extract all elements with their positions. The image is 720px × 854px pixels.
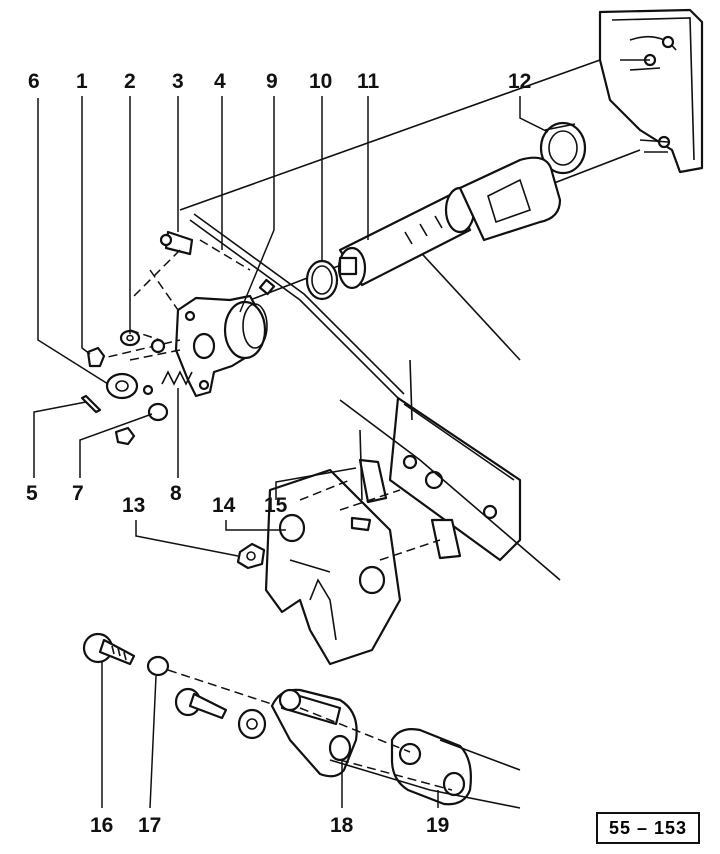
ring-12 [539, 121, 587, 175]
washer-17 [146, 655, 291, 711]
clip-3 [159, 230, 194, 256]
callout-numbers: 6 1 2 3 4 9 10 11 12 5 7 8 13 14 15 16 1… [26, 70, 531, 837]
callout-16: 16 [90, 814, 113, 837]
callout-11: 11 [357, 70, 380, 93]
callout-6: 6 [28, 70, 40, 93]
lock-mechanism-9 [174, 294, 268, 398]
assembly-lines-upper [94, 239, 251, 361]
small-parts [80, 329, 193, 446]
bracket-plate [358, 396, 522, 562]
bolt-lower [174, 687, 228, 720]
callout-1: 1 [76, 70, 88, 93]
callout-18: 18 [330, 814, 354, 837]
nut-13 [236, 542, 266, 570]
body-contour [299, 359, 561, 581]
callout-14: 14 [212, 494, 236, 517]
callout-5: 5 [26, 482, 38, 505]
callout-17: 17 [138, 814, 161, 837]
callout-7: 7 [72, 482, 84, 505]
figure-reference-label: 55 – 153 [596, 812, 700, 844]
leader-lines [33, 96, 549, 809]
cable-4 [189, 213, 405, 401]
callout-15: 15 [264, 494, 288, 517]
washer-lower [237, 708, 267, 740]
callout-2: 2 [124, 70, 136, 93]
callout-13: 13 [122, 494, 145, 517]
o-ring-10 [305, 259, 339, 301]
callout-9: 9 [266, 70, 278, 93]
callout-4: 4 [214, 70, 226, 93]
bolt-16 [82, 632, 136, 666]
callout-19: 19 [426, 814, 449, 837]
callout-3: 3 [172, 70, 184, 93]
callout-8: 8 [170, 482, 182, 505]
plate-19 [390, 728, 472, 806]
lower-body-contour [299, 707, 521, 809]
lock-plate [264, 468, 402, 666]
callout-10: 10 [309, 70, 332, 93]
lock-cylinder-11 [337, 156, 562, 290]
callout-12: 12 [508, 70, 531, 93]
steering-column-housing [598, 8, 704, 174]
striker-plate-18 [270, 688, 358, 778]
